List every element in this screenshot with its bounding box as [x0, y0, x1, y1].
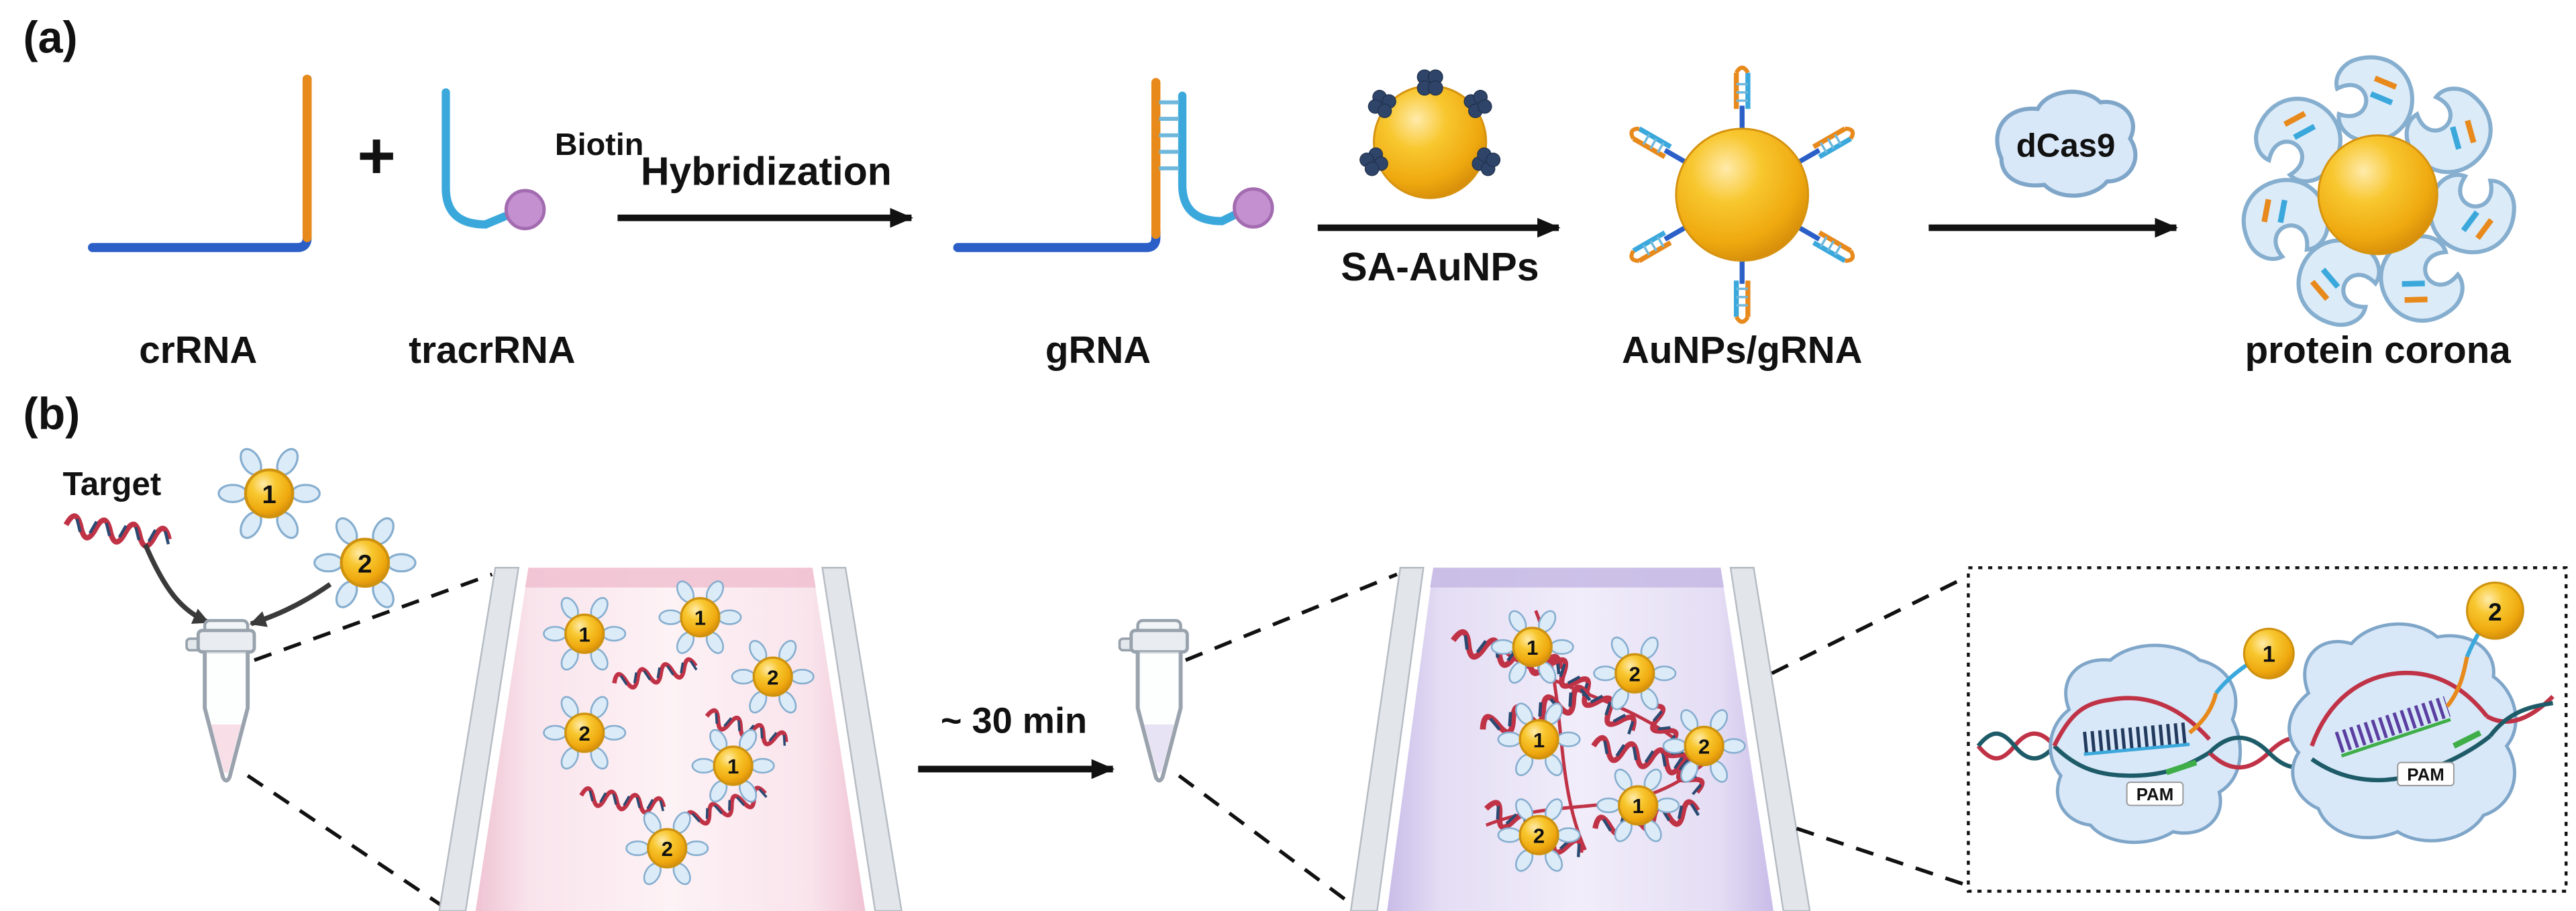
reaction-tube-1 [187, 621, 254, 781]
biotin-bead [1233, 187, 1274, 229]
biotin-label: Biotin [555, 127, 643, 162]
tracrrna-structure [442, 88, 546, 231]
probe-number: 2 [662, 837, 673, 861]
zoom-line [1184, 572, 1398, 662]
probe-number: 1 [727, 755, 739, 778]
pam-site [2452, 730, 2482, 749]
pam-site [2165, 759, 2198, 775]
probe-number: 2 [2488, 598, 2502, 626]
probe-particle-2: 2 [1497, 795, 1581, 875]
probe-number: 2 [1533, 824, 1545, 847]
probe-number: 2 [1629, 662, 1641, 686]
grna-structure [953, 78, 1274, 252]
dna-squiggle [64, 515, 170, 549]
aunps-grna-label: AuNPs/gRNA [1622, 329, 1862, 371]
zoom-line [254, 572, 493, 662]
probe-particle-1: 1 [1490, 606, 1575, 687]
zoom-line [1178, 774, 1355, 908]
aunp-grna-conjugate [1629, 68, 1855, 322]
tracrrna-label: tracrRNA [409, 329, 575, 371]
pam-tag [2397, 761, 2455, 787]
pam-tag [2126, 782, 2184, 806]
grna-strand [2083, 743, 2190, 756]
reaction-tube-2 [1119, 621, 1187, 781]
dcas9-label: dCas9 [2016, 127, 2116, 164]
grna-linker [2445, 656, 2469, 708]
zoom-line [246, 774, 444, 908]
probe-particle-2: 2 [1592, 633, 1677, 714]
dna-strand [2488, 700, 2554, 738]
sa-aunp-icon [1357, 69, 1503, 199]
probe-number: 2 [579, 722, 590, 745]
plus-sign: + [357, 119, 395, 193]
probe-number: 1 [579, 623, 590, 646]
probe-number: 1 [1533, 729, 1545, 752]
probe-number: 2 [1698, 735, 1710, 759]
pam-label: PAM [2136, 786, 2173, 804]
target-label: Target [63, 466, 162, 502]
mixing-arrow [249, 582, 332, 627]
panel-a: (a) crRNA + Biotin tracrRNA Hybridizatio… [23, 13, 2518, 371]
panel-b: (b) Target 1 2 [23, 390, 2568, 911]
probe-particle-1: 1 [1596, 765, 1680, 845]
grna-linker [2188, 692, 2218, 735]
probe-particle-2: 2 [1662, 706, 1747, 786]
panel-a-label: (a) [23, 13, 77, 63]
dna-strand [1976, 731, 2056, 761]
probe-number: 1 [262, 480, 276, 509]
zoom-line [1771, 576, 1966, 676]
mixing-arrow [143, 543, 210, 625]
probe-number: 2 [358, 549, 372, 578]
dcas9-blob: dCas9 [1995, 89, 2138, 198]
magnified-view-dispersed: 1 1 2 2 1 2 [438, 567, 903, 911]
pam-label: PAM [2407, 766, 2444, 785]
probe-particle-1: 1 [542, 594, 627, 674]
protein-corona-label: protein corona [2245, 329, 2512, 371]
incubation-time-label: ~ 30 min [941, 700, 1087, 741]
biotin-bead [504, 189, 546, 231]
gold-nanoparticle [2317, 134, 2438, 256]
molecular-detail-box: PAM 1 PAM 2 [1967, 566, 2568, 893]
grna-label: gRNA [1045, 329, 1151, 371]
sa-aunps-label: SA-AuNPs [1341, 245, 1539, 289]
probe-particle-2: 2 [542, 692, 627, 773]
dcas9-blob [2287, 622, 2518, 843]
probe-particle-2: 2 [625, 808, 709, 888]
probe-particle-1: 1 [691, 726, 776, 806]
dna-strand [2310, 670, 2489, 747]
magnified-view-aggregated: 1 2 1 2 1 2 [1349, 567, 1811, 911]
protein-corona-structure [2234, 54, 2519, 335]
crrna-structure [88, 74, 312, 252]
probe-particle-1: 1 [658, 577, 742, 657]
probe-particle-1: 1 [219, 445, 319, 541]
gold-nanoparticle [1675, 127, 1810, 262]
crrna-label: crRNA [139, 329, 257, 371]
probe-number: 2 [767, 665, 778, 689]
gold-nanoparticle-1 [2243, 627, 2295, 680]
probe-number: 1 [694, 606, 706, 630]
probe-number: 1 [1633, 794, 1644, 818]
probe-number: 1 [1527, 636, 1538, 659]
dna-strand [2052, 696, 2212, 747]
zoom-line [1796, 826, 1966, 887]
grna-dna-hybrid [2083, 722, 2191, 753]
probe-particle-2: 2 [315, 515, 415, 610]
probe-particle-1: 1 [1497, 699, 1581, 780]
probe-particle-2: 2 [731, 637, 815, 717]
hybridization-label: Hybridization [641, 150, 892, 194]
gold-nanoparticle-2 [2465, 581, 2524, 640]
grna-strand [2340, 718, 2451, 758]
panel-b-label: (b) [23, 390, 80, 439]
probe-number: 1 [2263, 642, 2275, 667]
